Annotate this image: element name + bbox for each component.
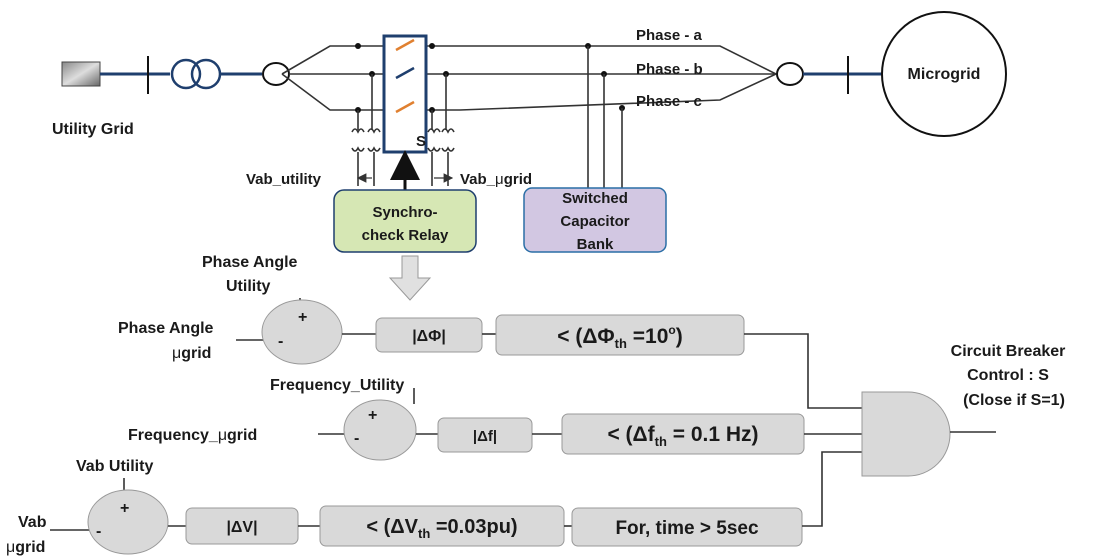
summing-junction-phase bbox=[261, 299, 343, 365]
freq-utility-label: Frequency_Utility bbox=[270, 377, 404, 394]
svg-text:+: + bbox=[368, 407, 377, 424]
svg-text:|ΔΦ|: |ΔΦ| bbox=[412, 328, 446, 345]
vab-mugrid-label: Vab_μgrid bbox=[460, 171, 532, 188]
cb-control-line3: (Close if S=1) bbox=[963, 392, 1065, 409]
microgrid-node bbox=[881, 11, 1007, 137]
phase-angle-mugrid-line1: Phase Angle bbox=[118, 320, 214, 337]
svg-text:-: - bbox=[278, 333, 283, 350]
phase-splitter-left-icon bbox=[262, 62, 290, 86]
phase-threshold-block bbox=[495, 314, 745, 356]
voltage-threshold-text: < (ΔVth =0.03pu) bbox=[366, 516, 517, 541]
vab-utility-logic-label: Vab Utility bbox=[76, 458, 153, 475]
capacitor-line3: Bank bbox=[577, 236, 614, 253]
utility-grid-label: Utility Grid bbox=[52, 121, 134, 138]
time-condition-text: For, time > 5sec bbox=[615, 518, 759, 539]
pt-utility-icon bbox=[351, 74, 381, 186]
phase-a-label: Phase - a bbox=[636, 27, 703, 44]
vab-utility-label: Vab_utility bbox=[246, 171, 322, 188]
phase-threshold-text: < (ΔΦth =10o) bbox=[557, 323, 683, 351]
svg-text:-: - bbox=[354, 430, 359, 447]
and-gate bbox=[861, 391, 951, 477]
utility-grid-source-icon bbox=[61, 61, 101, 87]
svg-text:|ΔV|: |ΔV| bbox=[226, 519, 257, 536]
svg-text:-: - bbox=[96, 523, 101, 540]
summing-junction-freq bbox=[343, 399, 417, 461]
transformer-icon bbox=[170, 58, 202, 90]
vab-mugrid-logic-line1: Vab bbox=[18, 514, 47, 531]
cb-control-line2: Control : S bbox=[967, 367, 1049, 384]
phase-splitter-right-icon bbox=[776, 62, 804, 86]
summing-junction-voltage bbox=[87, 489, 169, 555]
cb-control-line1: Circuit Breaker bbox=[951, 343, 1066, 360]
synchro-check-relay-box bbox=[333, 189, 477, 253]
delta-phi-block bbox=[375, 317, 483, 353]
relay-output-arrow-icon bbox=[388, 255, 432, 301]
capacitor-line2: Capacitor bbox=[560, 213, 629, 230]
pt-mugrid-icon bbox=[427, 74, 455, 186]
vab-mugrid-logic-line2: μgrid bbox=[6, 539, 45, 556]
delta-f-block bbox=[437, 417, 533, 453]
phase-angle-mugrid-line2: μgrid bbox=[172, 345, 211, 362]
phase-angle-utility-line1: Phase Angle bbox=[202, 254, 298, 271]
freq-mugrid-label: Frequency_μgrid bbox=[128, 427, 257, 444]
phase-b-label: Phase - b bbox=[636, 61, 703, 78]
svg-text:+: + bbox=[298, 309, 307, 326]
phase-c-label: Phase - c bbox=[636, 93, 702, 110]
synchro-line2: check Relay bbox=[362, 227, 449, 244]
phase-angle-utility-line2: Utility bbox=[226, 278, 271, 295]
microgrid-label: Microgrid bbox=[908, 66, 981, 83]
synchro-line1: Synchro- bbox=[372, 204, 437, 221]
time-delay-block bbox=[571, 507, 803, 547]
svg-text:|Δf|: |Δf| bbox=[473, 428, 497, 445]
switch-label: S bbox=[416, 133, 426, 150]
capacitor-line1: Switched bbox=[562, 190, 628, 207]
svg-text:+: + bbox=[120, 500, 129, 517]
switched-capacitor-bank-box bbox=[523, 187, 667, 253]
freq-threshold-text: < (Δfth = 0.1 Hz) bbox=[607, 423, 758, 449]
